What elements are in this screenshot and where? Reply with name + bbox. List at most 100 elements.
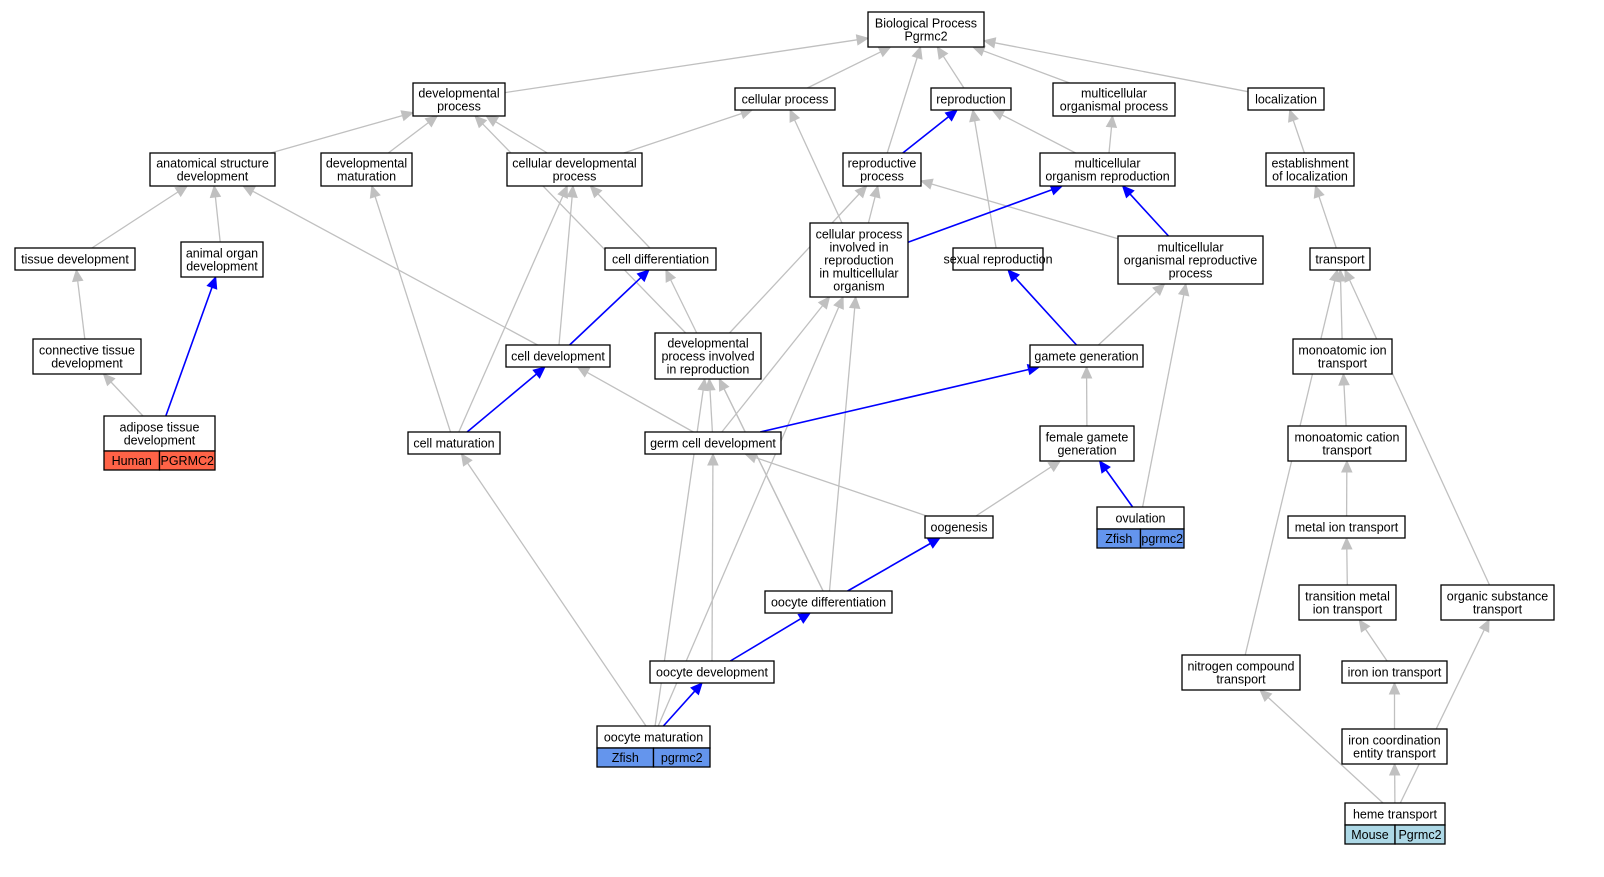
node-box xyxy=(1117,235,1264,285)
node-label-line: developmental xyxy=(326,157,407,171)
node-label-line: cell differentiation xyxy=(612,253,709,267)
edge-estloc-to-loc xyxy=(1292,120,1306,154)
edge-oodiff-to-dpir xyxy=(723,388,824,592)
node-oodiff[interactable]: oocyte differentiation xyxy=(764,590,893,614)
node-box xyxy=(1039,152,1176,187)
node-label-line: development xyxy=(177,170,249,184)
node-label-line: entity transport xyxy=(1353,747,1436,761)
edge-aod-to-asd xyxy=(214,196,221,243)
node-box xyxy=(149,152,276,187)
edge-gcd-to-celldev xyxy=(586,371,694,433)
node-celldev[interactable]: cell development xyxy=(505,344,611,368)
node-metion[interactable]: metal ion transport xyxy=(1287,515,1406,539)
edge-devmat-to-devproc xyxy=(387,122,429,154)
arrowhead-ovul-to-morp xyxy=(1177,282,1190,297)
edge-oomat-to-oodev xyxy=(662,690,696,727)
node-loc[interactable]: localization xyxy=(1247,87,1325,111)
arrowhead-atd-to-aod xyxy=(206,275,218,290)
node-label-line: process involved xyxy=(661,350,754,364)
edge-ost-to-transport xyxy=(1349,279,1491,586)
arrowhead-oomat-to-cellmat xyxy=(460,453,473,467)
arrowhead-oodev-to-gcd xyxy=(707,452,719,466)
species-label: Zfish xyxy=(612,751,639,765)
arrowhead-estloc-to-loc xyxy=(1288,108,1299,123)
edge-oomat-to-cpir xyxy=(657,306,840,727)
node-iit[interactable]: iron ion transport xyxy=(1341,660,1448,684)
arrowhead-tissdev-to-asd xyxy=(174,185,189,198)
edge-gamgen-to-morp xyxy=(1097,291,1157,346)
edge-oodev-to-gcd xyxy=(711,464,714,662)
edge-oogen-to-fgg xyxy=(975,466,1052,517)
node-celldiff[interactable]: cell differentiation xyxy=(604,247,717,271)
node-box xyxy=(924,515,994,539)
node-repro[interactable]: reproduction xyxy=(930,87,1012,111)
edge-gamgen-to-sexrepro xyxy=(1014,277,1078,346)
arrowhead-oodiff-to-celldiff xyxy=(665,268,677,283)
node-oodev[interactable]: oocyte development xyxy=(649,660,775,684)
edge-cdp-to-cellproc xyxy=(623,112,742,154)
node-tissdev[interactable]: tissue development xyxy=(14,247,136,271)
node-gcd[interactable]: germ cell development xyxy=(644,431,782,455)
arrowhead-nct-to-transport xyxy=(1329,268,1341,283)
edge-sexrepro-to-repro xyxy=(974,120,997,249)
arrowhead-ctd-to-tissdev xyxy=(71,268,84,283)
arrowhead-heme-to-icet xyxy=(1388,762,1401,776)
node-label-line: transport xyxy=(1473,603,1523,617)
node-cellmat[interactable]: cell maturation xyxy=(407,431,501,455)
arrowhead-cellproc-to-bp xyxy=(877,46,892,58)
arrowhead-heme-to-ost xyxy=(1478,618,1490,633)
node-transport[interactable]: transport xyxy=(1309,247,1371,271)
node-gamgen[interactable]: gamete generation xyxy=(1029,344,1144,368)
node-label-line: sexual reproduction xyxy=(943,253,1052,267)
gene-cell xyxy=(1139,528,1185,549)
node-label-line: development xyxy=(124,434,196,448)
node-label-line: generation xyxy=(1057,444,1116,458)
arrowhead-oodiff-to-oogen xyxy=(926,537,941,549)
node-cellproc[interactable]: cellular process xyxy=(734,87,836,111)
node-label-line: transport xyxy=(1322,444,1372,458)
node-label-line: iron ion transport xyxy=(1348,666,1442,680)
node-label-line: transition metal xyxy=(1305,590,1390,604)
node-label-line: ion transport xyxy=(1313,603,1383,617)
edge-celldev-to-cdp xyxy=(558,196,573,346)
node-box xyxy=(952,247,1044,271)
edge-asd-to-devproc xyxy=(270,114,403,154)
edge-mct-to-mit xyxy=(1343,384,1347,427)
species-label: Human xyxy=(112,454,152,468)
node-sexrepro[interactable]: sexual reproduction xyxy=(943,247,1053,271)
arrowhead-gamgen-to-sexrepro xyxy=(1007,269,1021,283)
node-label-line: cellular developmental xyxy=(512,157,636,171)
node-oogen[interactable]: oogenesis xyxy=(924,515,994,539)
node-label-line: transport xyxy=(1318,357,1368,371)
edge-tissdev-to-asd xyxy=(91,191,179,249)
node-box xyxy=(320,152,413,187)
gene-cell xyxy=(652,747,711,768)
node-box xyxy=(1292,338,1393,375)
